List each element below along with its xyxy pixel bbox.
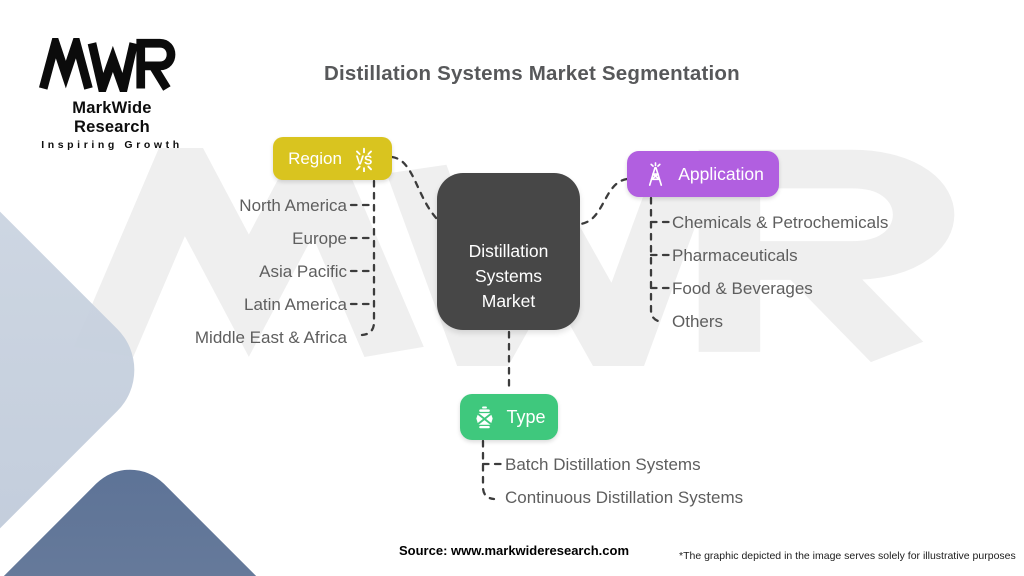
region-item-north-america: North America — [239, 196, 347, 215]
region-list: North America Europe Asia Pacific Latin … — [195, 189, 347, 354]
region-badge: Region VS — [273, 137, 392, 180]
type-item-continuous: Continuous Distillation Systems — [505, 488, 744, 507]
connector-application-trunk — [649, 196, 665, 324]
center-node-line: Distillation — [468, 241, 549, 261]
distillation-vessel-icon — [476, 405, 494, 428]
mwr-logo-icon — [38, 28, 176, 105]
connector-region-trunk — [360, 179, 376, 337]
source-text: Source: www.markwideresearch.com — [399, 543, 630, 558]
application-badge: Application — [627, 151, 779, 197]
application-item-food-beverages: Food & Beverages — [672, 279, 813, 298]
region-item-europe: Europe — [292, 229, 347, 248]
type-item-batch: Batch Distillation Systems — [505, 455, 701, 474]
markwide-logo: MarkWide Research Inspiring Growth — [34, 28, 190, 151]
center-node-line: Systems — [474, 266, 543, 286]
connector-application-to-center — [578, 177, 629, 226]
application-item-pharmaceuticals: Pharmaceuticals — [672, 246, 798, 265]
brand-name: MarkWide Research — [72, 99, 152, 136]
region-item-latin-america: Latin America — [244, 295, 347, 314]
application-badge-label: Application — [678, 163, 764, 184]
region-item-asia-pacific: Asia Pacific — [259, 262, 347, 281]
oil-derrick-icon — [649, 161, 663, 186]
center-node-line: Market — [481, 291, 536, 311]
disclaimer-text: *The graphic depicted in the image serve… — [679, 550, 1016, 562]
type-badge: Type — [460, 394, 558, 440]
connector-type-trunk — [481, 439, 496, 501]
vs-burst-icon: VS — [356, 147, 373, 172]
center-node-distillation-systems-market: Distillation Systems Market — [437, 173, 580, 330]
application-item-others: Others — [672, 312, 724, 331]
application-list: Chemicals & Petrochemicals Pharmaceutica… — [672, 206, 888, 338]
application-item-chemicals-petrochemicals: Chemicals & Petrochemicals — [672, 213, 889, 232]
type-badge-label: Type — [506, 406, 546, 427]
page-title: Distillation Systems Market Segmentation — [324, 62, 740, 85]
type-list: Batch Distillation Systems Continuous Di… — [505, 448, 743, 514]
region-badge-label: Region — [288, 148, 342, 168]
region-item-middle-east-africa: Middle East & Africa — [194, 328, 347, 347]
brand-tagline: Inspiring Growth — [41, 139, 183, 151]
connector-region-to-center — [390, 155, 439, 221]
svg-text:VS: VS — [356, 153, 373, 167]
